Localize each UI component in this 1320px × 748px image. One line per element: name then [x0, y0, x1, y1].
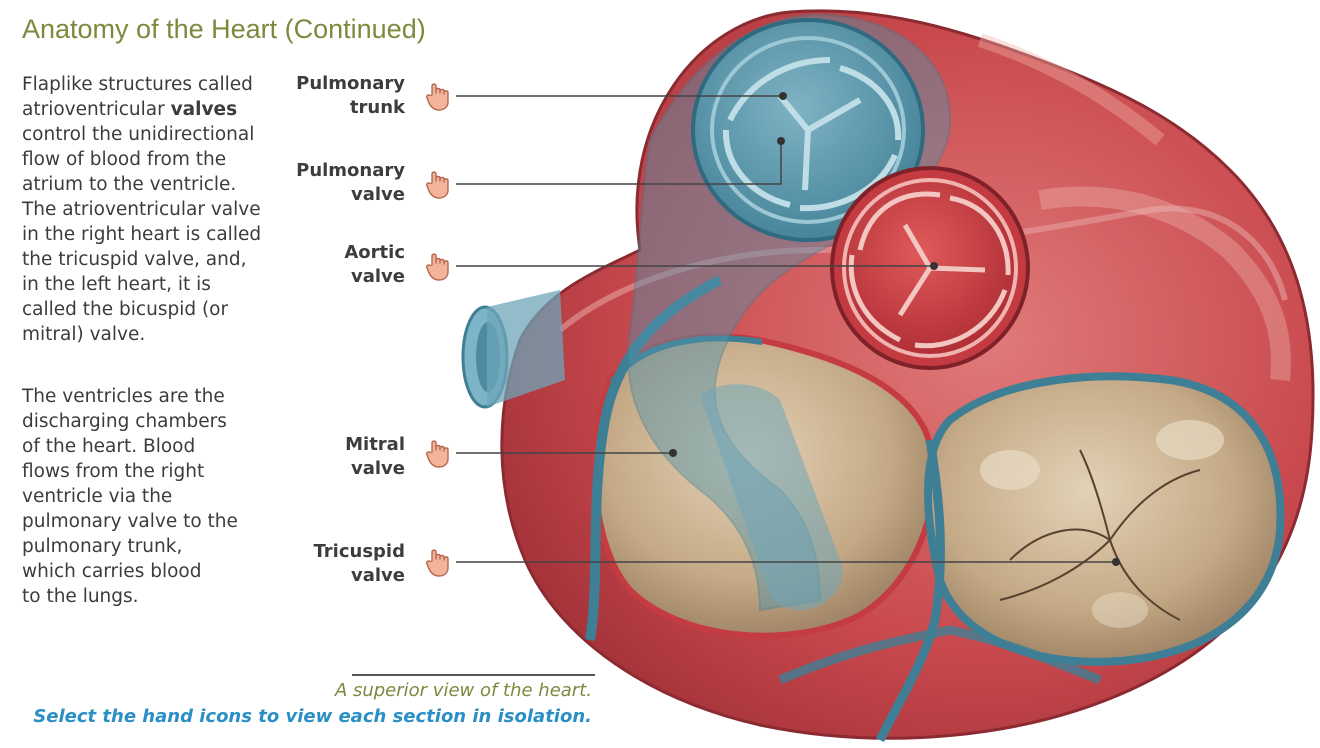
- valves-term: valves: [170, 99, 238, 120]
- paragraph-line: pulmonary valve to the: [22, 511, 238, 532]
- paragraph-line: to the lungs.: [22, 586, 139, 607]
- pulmonary-valve-cusps: [722, 57, 902, 212]
- paragraph-line: the tricuspid valve, and,: [22, 249, 247, 270]
- paragraph-line: called the bicuspid (or: [22, 299, 229, 320]
- hand-pointer-icon[interactable]: [423, 436, 457, 470]
- paragraph-line: Flaplike structures called: [22, 74, 253, 95]
- paragraph-line: in the right heart is called: [22, 224, 262, 245]
- paragraph-line: pulmonary trunk,: [22, 536, 183, 557]
- paragraph-line: atrioventricular valves: [22, 99, 238, 120]
- figure-caption: A superior view of the heart.: [334, 680, 592, 701]
- ventricles-paragraph: The ventricles are the discharging chamb…: [22, 384, 238, 609]
- paragraph-line: The ventricles are the: [22, 386, 225, 407]
- hand-pointer-icon[interactable]: [423, 167, 457, 201]
- paragraph-line: ventricle via the: [22, 486, 173, 507]
- paragraph-line: of the heart. Blood: [22, 436, 196, 457]
- hand-pointer-icon[interactable]: [423, 249, 457, 283]
- paragraph-line: discharging chambers: [22, 411, 227, 432]
- paragraph-line: The atrioventricular valve: [22, 199, 261, 220]
- paragraph-line: flow of blood from the: [22, 149, 227, 170]
- paragraph-line: flows from the right: [22, 461, 205, 482]
- heart-illustration: [461, 9, 1315, 743]
- hand-pointer-icon[interactable]: [423, 545, 457, 579]
- paragraph-line: mitral) valve.: [22, 324, 146, 345]
- caption-divider: [352, 674, 595, 676]
- aortic-valve-cusps: [848, 191, 1011, 349]
- paragraph-line: which carries blood: [22, 561, 202, 582]
- paragraph-line: control the unidirectional: [22, 124, 255, 145]
- instruction-text: Select the hand icons to view each secti…: [33, 706, 592, 727]
- paragraph-line: in the left heart, it is: [22, 274, 211, 295]
- hand-pointer-icon[interactable]: [423, 79, 457, 113]
- valves-paragraph: Flaplike structures called atrioventricu…: [22, 72, 261, 347]
- page-title: Anatomy of the Heart (Continued): [22, 14, 426, 44]
- paragraph-line: atrium to the ventricle.: [22, 174, 237, 195]
